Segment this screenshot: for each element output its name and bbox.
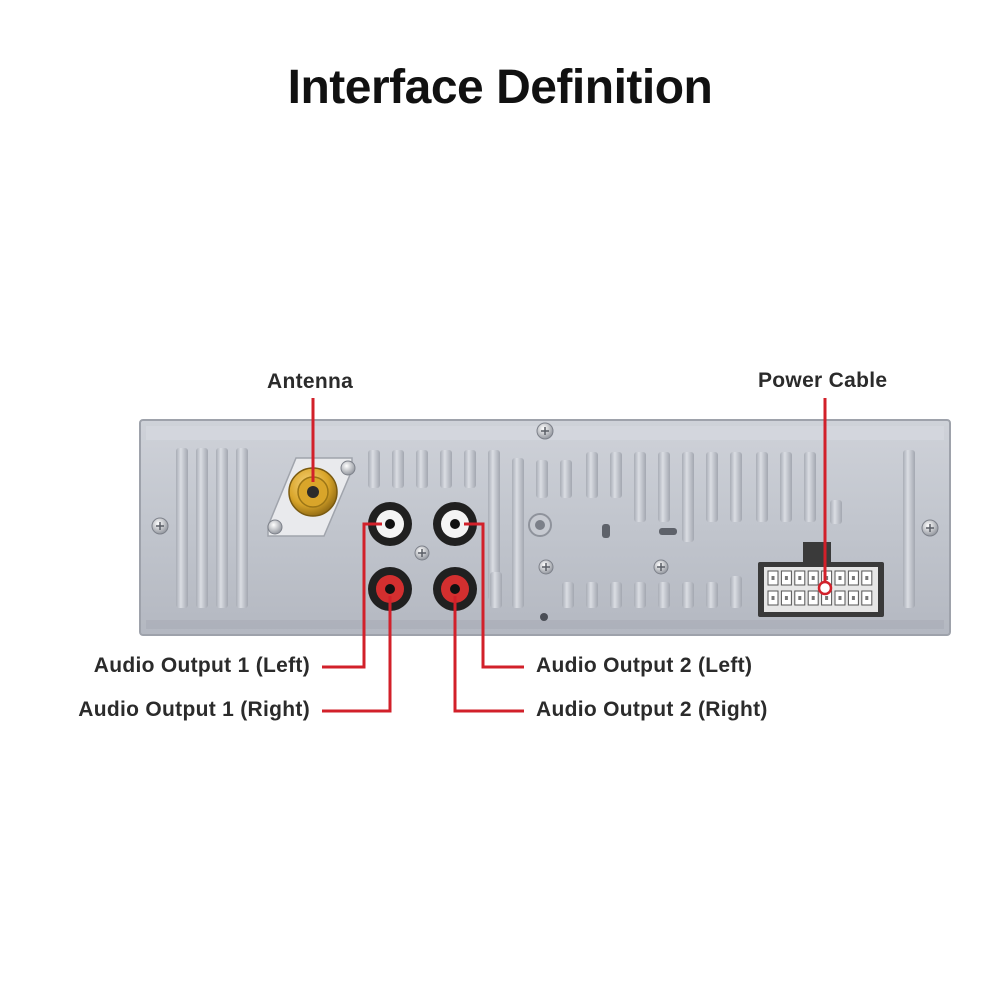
connector-pin-contact — [784, 596, 788, 600]
screw-icon — [921, 519, 939, 537]
screw-icon — [536, 422, 554, 440]
connector-pin-contact — [784, 576, 788, 580]
top-fin-row — [368, 450, 842, 608]
connector-pin-contact — [838, 576, 842, 580]
mounting-hole — [528, 513, 677, 621]
connector-pin-contact — [838, 596, 842, 600]
leader-line-audio-1-right — [322, 596, 392, 713]
audio-output-1-left-label: Audio Output 1 (Left) — [93, 654, 310, 677]
connector-pin-contact — [811, 596, 815, 600]
left-heatsink-fins — [176, 448, 248, 608]
leader-lines — [311, 398, 827, 713]
rca-jack-audio-1-left — [368, 502, 412, 546]
connector-pin-contact — [865, 576, 869, 580]
rca-jack-audio-1-right — [368, 567, 412, 611]
power-connector — [758, 542, 884, 617]
connector-pin-contact — [825, 576, 829, 580]
page-title: Interface Definition — [287, 61, 713, 114]
connector-pin-contact — [851, 596, 855, 600]
power-cable-label: Power Cable — [758, 369, 888, 392]
leader-line-audio-2-right — [453, 596, 524, 713]
rca-jack-audio-2-right — [433, 567, 477, 611]
bottom-fin-row — [490, 572, 742, 608]
audio-output-1-right-label: Audio Output 1 (Right) — [78, 698, 310, 721]
connector-pin-contact — [825, 596, 829, 600]
audio-output-2-right-label: Audio Output 2 (Right) — [536, 698, 768, 721]
connector-pins — [767, 570, 873, 606]
connector-pin-contact — [798, 596, 802, 600]
audio-output-2-left-label: Audio Output 2 (Left) — [536, 654, 753, 677]
screw-icon — [653, 559, 669, 575]
power-cable-target-marker — [817, 580, 833, 596]
leader-line-audio-2-left — [464, 522, 524, 669]
connector-pin-contact — [798, 576, 802, 580]
right-heatsink-fin — [903, 450, 915, 608]
leader-line-audio-1-left — [322, 522, 382, 669]
antenna-jack — [267, 457, 356, 537]
screw-icon — [151, 517, 169, 535]
connector-pin-contact — [771, 596, 775, 600]
connector-pin-contact — [865, 596, 869, 600]
screw-icon — [414, 545, 430, 561]
antenna-label: Antenna — [267, 370, 354, 393]
connector-pin-contact — [811, 576, 815, 580]
screw-icon — [538, 559, 554, 575]
connector-pin-contact — [771, 576, 775, 580]
rca-jack-audio-2-left — [433, 502, 477, 546]
connector-pin-contact — [851, 576, 855, 580]
